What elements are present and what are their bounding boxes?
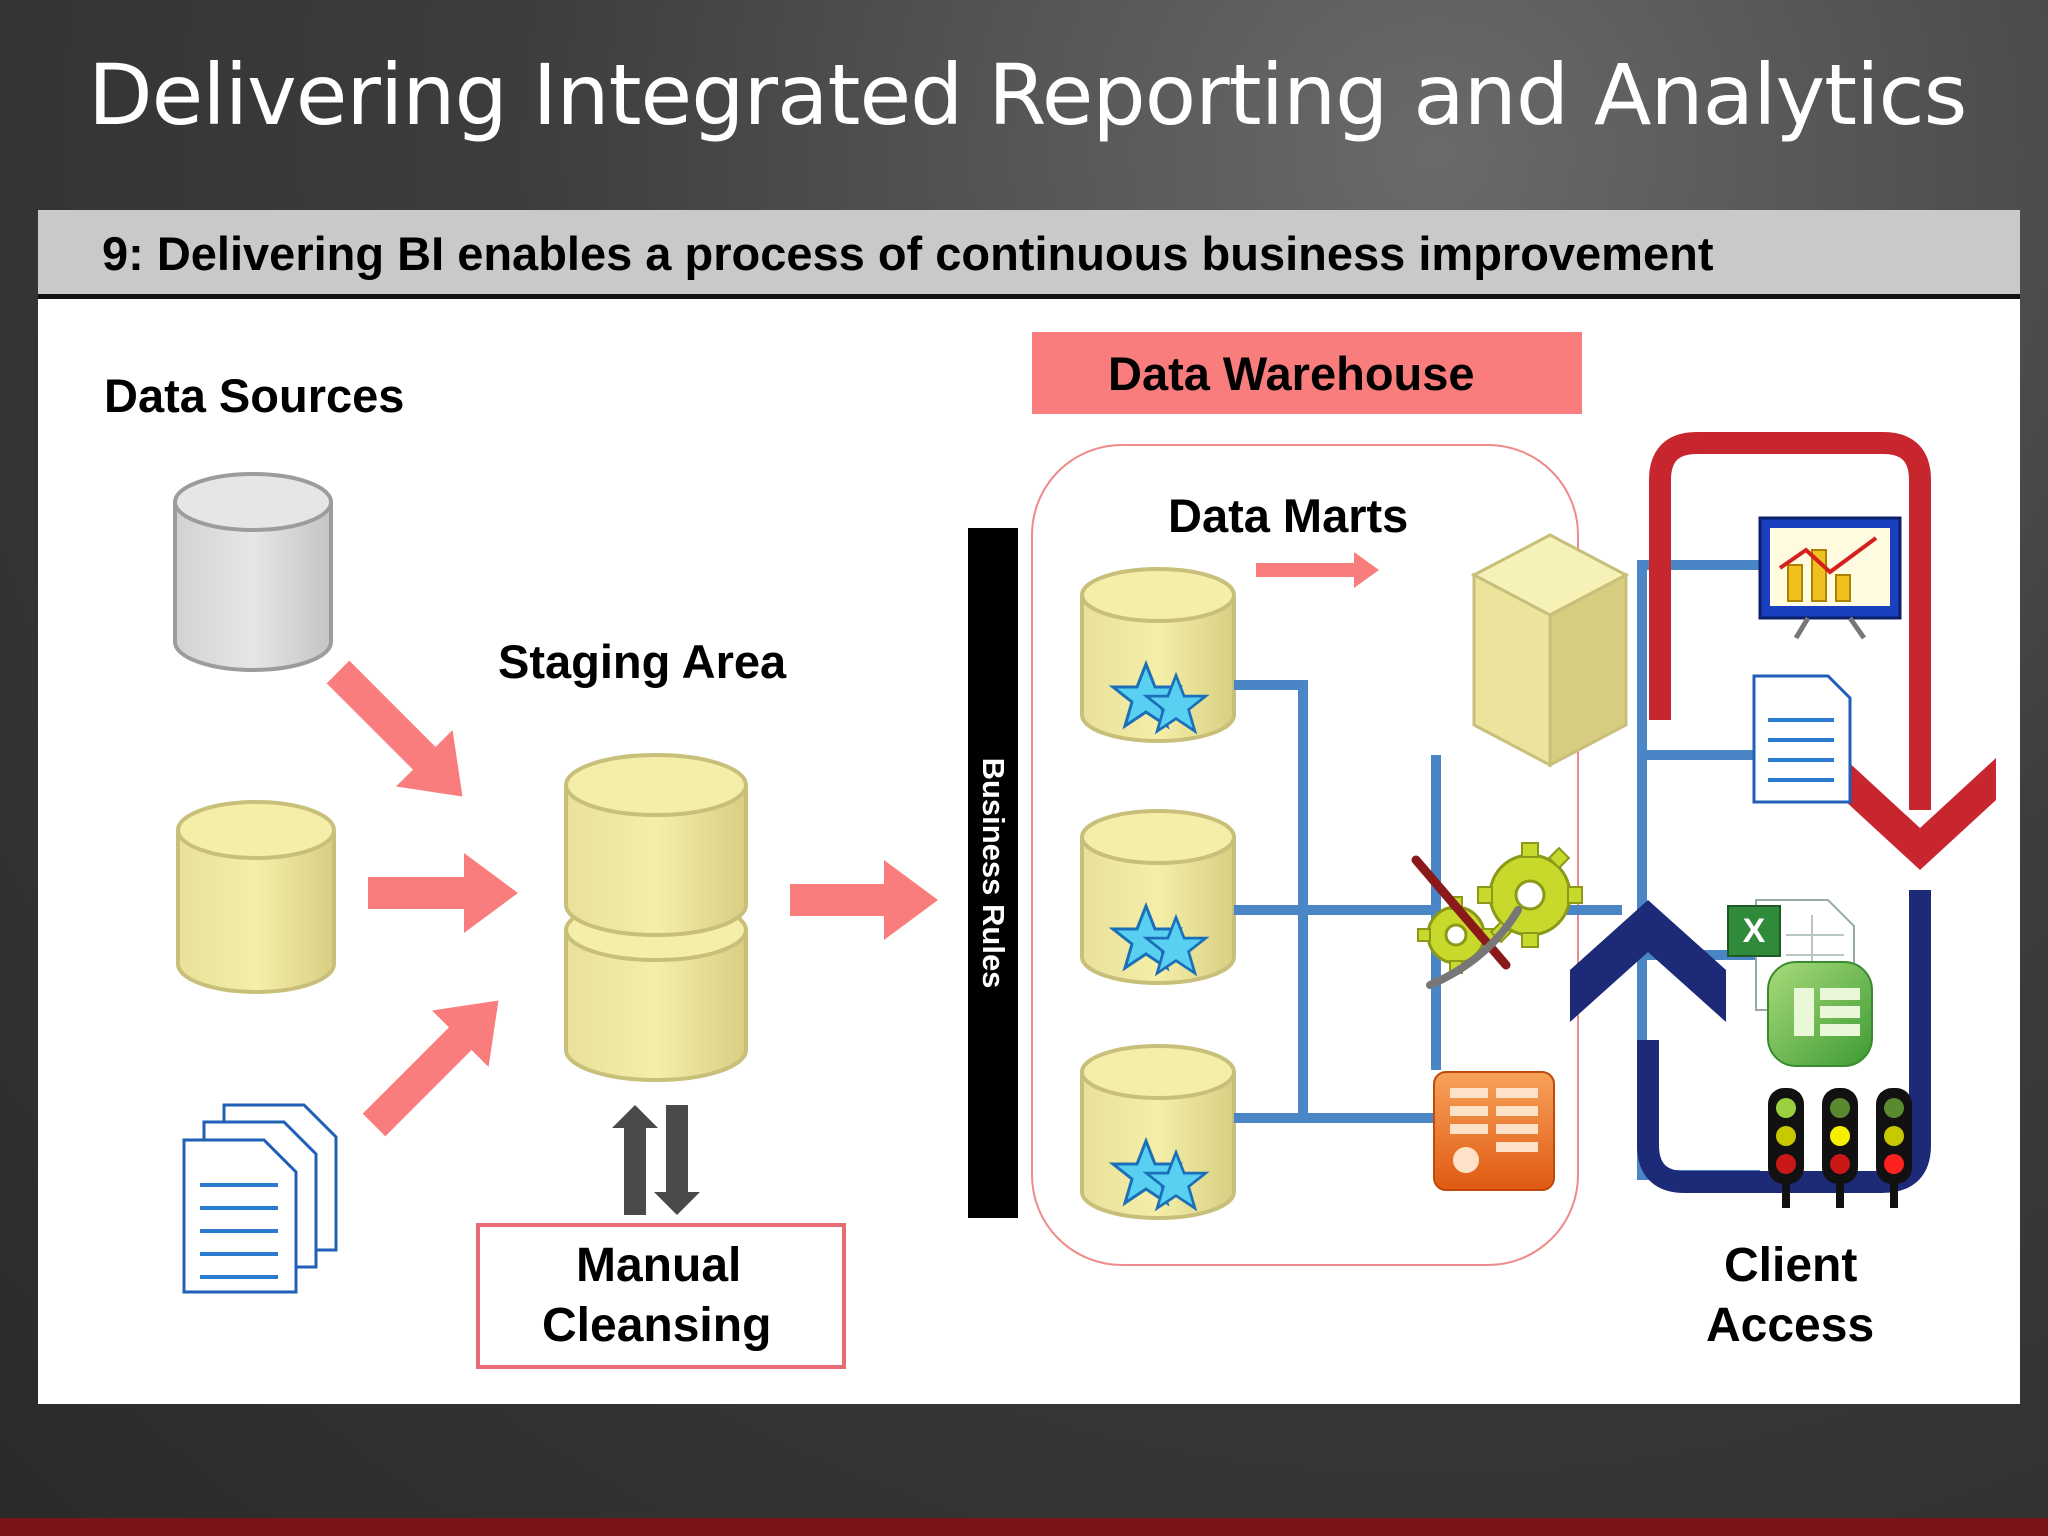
client-access-label-line1: Client [1724,1239,1858,1292]
panel-header-text: 9: Delivering BI enables a process of co… [102,227,1714,280]
diagram-panel: 9: Delivering BI enables a process of co… [38,210,2020,1404]
documents-stack-icon [182,1103,338,1294]
flow-diagram: X [173,432,1996,1294]
svg-text:X: X [1743,912,1766,950]
document-report-icon [1752,674,1852,804]
manual-cleansing-label-line2: Cleansing [542,1299,772,1352]
database-cylinder-icon [176,800,336,994]
up-down-arrows-icon [612,1105,700,1215]
cycle-up-arrow [1570,900,1726,1022]
manual-cleansing-box [476,1223,846,1369]
cycle-down-arrow [1844,758,1996,870]
business-rules-label: Business Rules [976,757,1011,989]
pivot-table-icon [1767,961,1873,1067]
chart-dashboard-icon [1758,516,1902,640]
traffic-lights-icon [1768,1088,1912,1208]
staging-area-label: Staging Area [498,635,787,688]
mart-to-cube-arrow [1256,563,1354,577]
database-cylinder-grey-icon [173,472,333,672]
star-schema-icons [1108,659,1210,1212]
olap-cube-icon [1470,533,1630,768]
bottom-accent-bar [0,1518,2048,1536]
slide-title: Delivering Integrated Reporting and Anal… [88,46,1967,144]
panel-header: 9: Delivering BI enables a process of co… [38,210,2020,299]
report-scorecard-icon [1433,1071,1555,1191]
staging-cylinders-icon [564,753,748,1082]
data-sources-label: Data Sources [104,369,405,422]
data-warehouse-label: Data Warehouse [1108,347,1475,400]
data-marts-label: Data Marts [1168,489,1409,542]
client-access-label-line2: Access [1706,1299,1875,1352]
data-warehouse-label-box [1032,332,1582,414]
business-rules-bar: Business Rules [968,528,1018,1218]
data-warehouse-container [1031,444,1579,1266]
source-arrows [326,660,938,1137]
data-mining-gears-icon [1411,842,1583,989]
manual-cleansing-label-line1: Manual [576,1239,742,1292]
